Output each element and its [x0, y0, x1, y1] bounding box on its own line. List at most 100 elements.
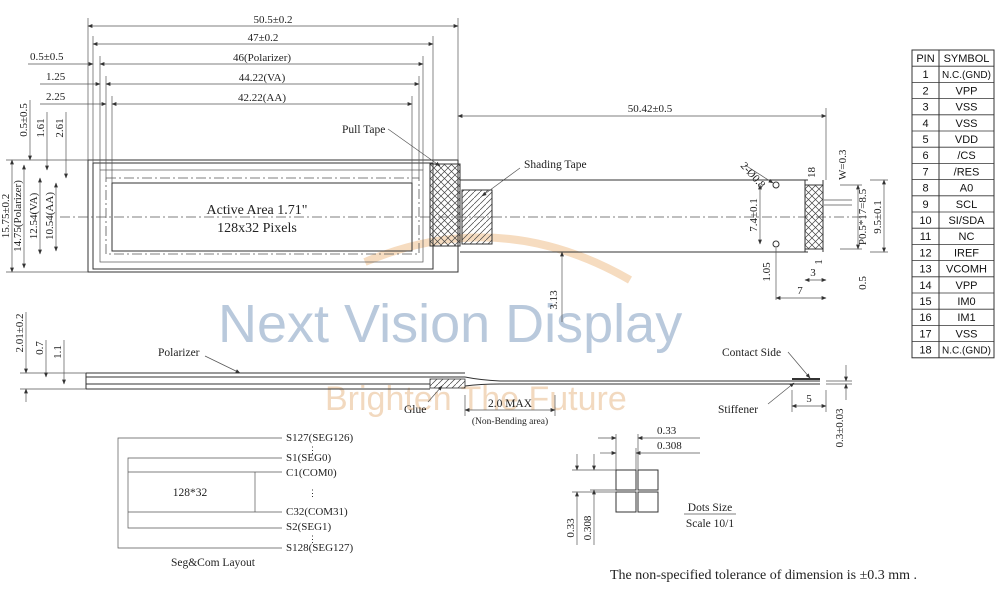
pin-number: 3: [922, 102, 928, 114]
pin-number: 10: [919, 215, 931, 227]
pin-number: 4: [922, 118, 928, 130]
seg-ellipsis-top: ⋮: [308, 445, 317, 455]
pin-number: 15: [919, 296, 931, 308]
pin-symbol: SI/SDA: [948, 215, 985, 227]
pin-symbol: IM1: [957, 312, 975, 324]
active-area-title: Active Area 1.71": [207, 203, 308, 218]
aa-height-label: 10.54(AA): [44, 192, 56, 240]
pin-number: 5: [922, 134, 928, 146]
aa-width-label: 42.22(AA): [238, 92, 286, 104]
com-label-c1: C1(COM0): [286, 467, 337, 479]
d05-label: 0.5: [857, 276, 869, 290]
offset-b-label: 1.25: [46, 71, 66, 83]
dot-pitch-label: 0.33: [657, 425, 677, 437]
tolerance-note: The non-specified tolerance of dimension…: [610, 568, 917, 583]
pin-number: 12: [919, 247, 931, 259]
pin-symbol: SCL: [956, 199, 977, 211]
hole-bottom: [772, 240, 780, 248]
pin-symbol: A0: [960, 183, 973, 195]
pin-symbol: VPP: [955, 85, 977, 97]
pin-number: 11: [920, 231, 931, 243]
side-view: 2.01±0.2 0.7 1.1 Polarizer Glue 2.0 MAX …: [14, 312, 852, 448]
polarizer-side-label: Polarizer: [158, 347, 200, 359]
pitch-label: P0.5*17=8.5: [857, 188, 869, 245]
outline-width-label: 50.5±0.2: [253, 14, 292, 26]
pin-symbol: /CS: [957, 150, 975, 162]
dot-4: [637, 491, 659, 513]
watermark-brand: Next Vision Display: [218, 294, 682, 354]
seg-com-layout: 128*32 S127(SEG126) S1(SEG0) C1(COM0) C3…: [117, 432, 354, 569]
polarizer-width-label: 46(Polarizer): [233, 52, 291, 64]
hole-top: [772, 181, 780, 189]
pin-header: PIN: [916, 53, 934, 65]
pin-count-label: 18: [806, 167, 818, 179]
pin-number: 17: [919, 328, 931, 340]
glue-label: Glue: [404, 404, 426, 416]
tail-offset-label: 3.13: [548, 290, 560, 310]
glass-width-label: 47±0.2: [248, 32, 279, 44]
vertical-dimensions: 15.75±0.2 14.75(Polarizer) 12.54(VA) 10.…: [0, 100, 564, 322]
v-offset-a-label: 0.5±0.5: [18, 103, 30, 137]
pin-number: 13: [919, 264, 931, 276]
dot-height-label: 0.308: [582, 515, 594, 540]
seg-label-s1: S1(SEG0): [286, 452, 332, 464]
seg-label-s127: S127(SEG126): [286, 432, 354, 444]
pin-table-frame: [911, 49, 995, 359]
dot-2: [637, 469, 659, 491]
pin-number: 16: [919, 312, 931, 324]
hole-spacing-label: 7.4±0.1: [748, 198, 760, 232]
pin-number: 1: [922, 69, 928, 81]
va-width-label: 44.22(VA): [239, 72, 286, 84]
seg-com-caption: Seg&Com Layout: [171, 557, 256, 569]
pin-number: 9: [922, 199, 928, 211]
horizontal-dimensions: 50.5±0.2 47±0.2 46(Polarizer) 44.22(VA) …: [28, 14, 827, 183]
viewing-area: [105, 177, 420, 255]
pin-symbol: IREF: [954, 247, 979, 259]
stiffener-label: Stiffener: [718, 404, 758, 416]
pull-tape-leader: [387, 128, 441, 167]
shading-tape-label: Shading Tape: [524, 159, 587, 171]
seg-label-s128: S128(SEG127): [286, 542, 354, 554]
pin-number: 8: [922, 183, 928, 195]
contact-side-label: Contact Side: [722, 347, 781, 359]
fpc-contact-pads: [804, 184, 824, 250]
bottom-offset-label: 1.05: [761, 262, 773, 282]
pull-tape-label: Pull Tape: [342, 124, 385, 136]
watermark: Next Vision Display Brighten The Future: [218, 233, 682, 418]
offset-a-label: 0.5±0.5: [30, 51, 64, 63]
d07-label: 0.7: [34, 341, 46, 355]
dot-3: [615, 491, 637, 513]
dots-size: 0.33 0.308 0.33 0.308 Dots Size Scale 10…: [565, 425, 736, 545]
com-label-c32: C32(COM31): [286, 506, 348, 518]
pin-number: 7: [922, 166, 928, 178]
d3-label: 3: [810, 267, 816, 279]
fpc-side: [464, 376, 820, 382]
pin-number: 2: [922, 85, 928, 97]
d7-label: 7: [797, 285, 803, 297]
pin-symbol: VCOMH: [946, 264, 987, 276]
dot-width-label: 0.308: [657, 440, 682, 452]
pad-width-label: W=0.3: [837, 149, 849, 180]
pin-symbol: VSS: [955, 118, 977, 130]
d11-label: 1.1: [52, 345, 64, 359]
pin-symbol: VSS: [955, 102, 977, 114]
dot-vpitch-label: 0.33: [565, 518, 577, 538]
pin-symbol: NC: [959, 231, 975, 243]
dots-size-title: Dots Size: [688, 502, 732, 514]
total-thickness-label: 2.01±0.2: [14, 313, 26, 352]
bend-label: 2.0 MAX: [488, 398, 533, 410]
dots-size-scale: Scale 10/1: [686, 518, 734, 530]
pin-number: 14: [919, 280, 931, 292]
va-height-label: 12.54(VA): [28, 192, 40, 239]
shading-tape: [461, 189, 493, 245]
dot-1: [615, 469, 637, 491]
fpc-detail: 2-Ø0.8 18 W=0.3 P0.5*17=8.5 9.5±0.1 7.4±…: [738, 149, 888, 300]
pin-symbol: N.C.(GND): [942, 70, 991, 81]
seg-ellipsis-bottom: ⋮: [308, 534, 317, 544]
top-view: Active Area 1.71" 128x32 Pixels Pull Tap…: [0, 14, 870, 322]
active-area-pixels: 128x32 Pixels: [217, 221, 297, 236]
offset-c-label: 2.25: [46, 91, 66, 103]
